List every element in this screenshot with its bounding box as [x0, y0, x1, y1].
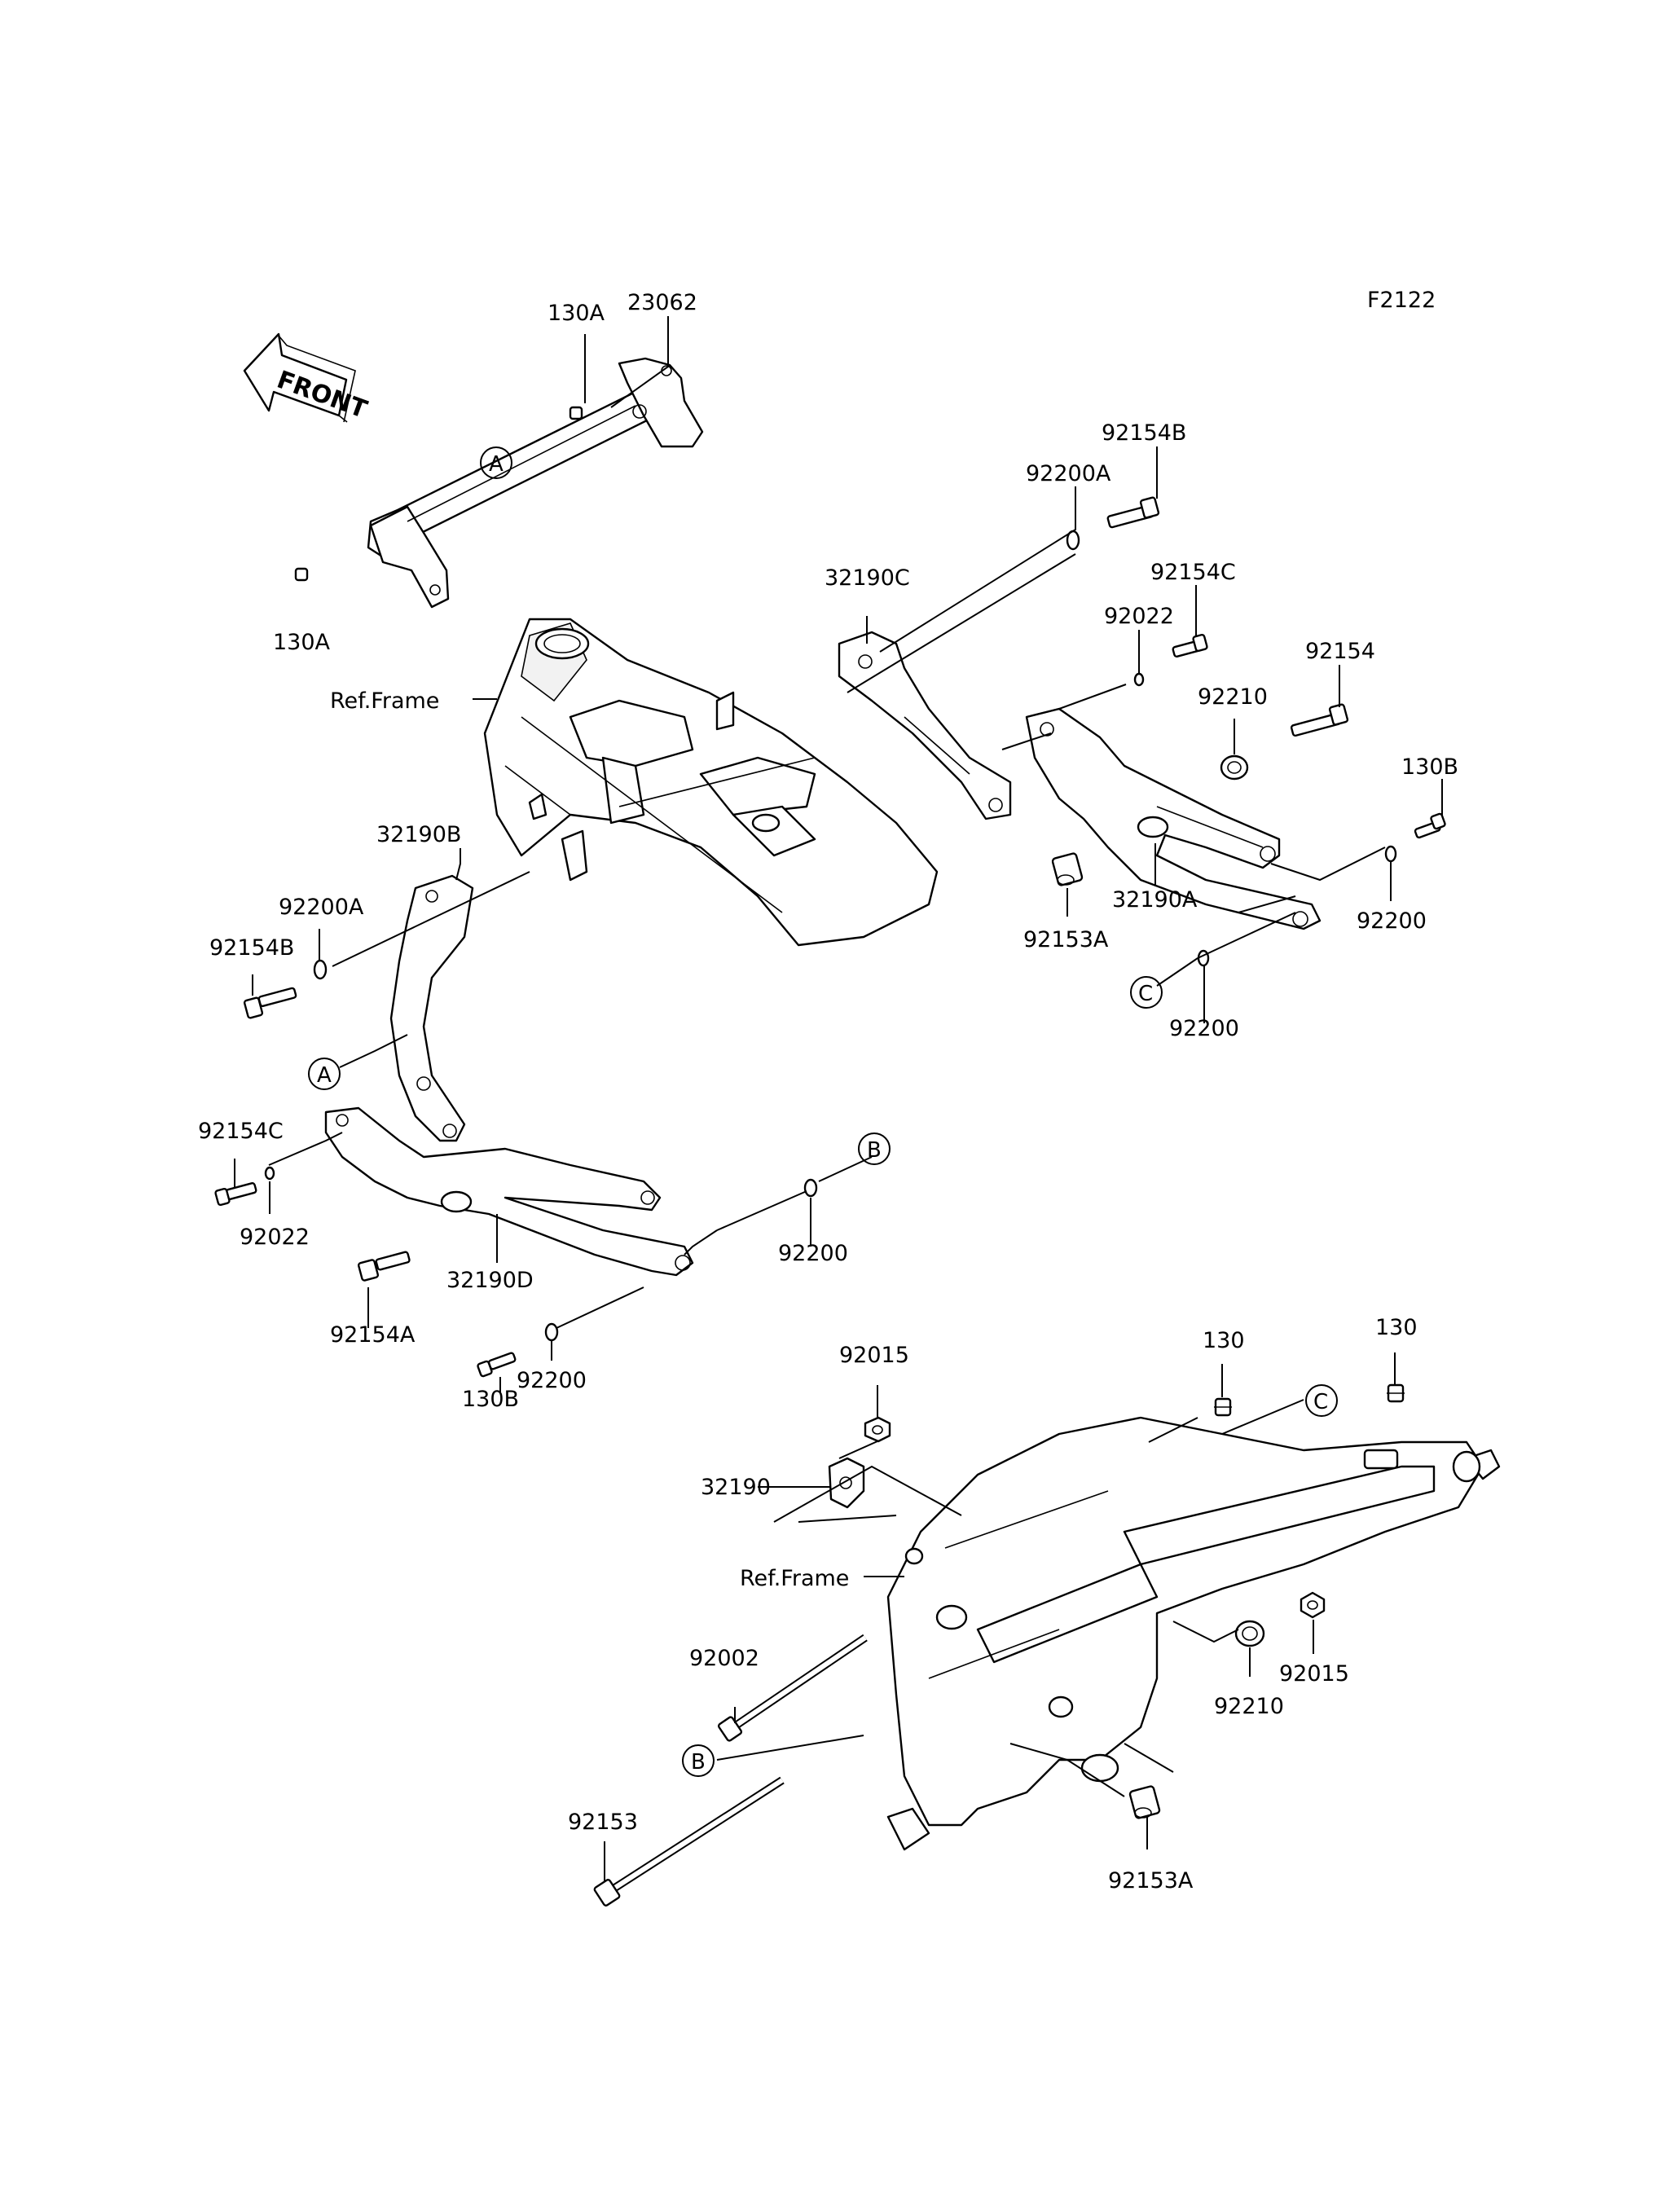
sleeve-92153a-right — [1051, 852, 1084, 886]
svg-text:A: A — [489, 452, 504, 477]
part-label-32190a: 32190A — [1112, 887, 1198, 913]
part-label-130-left: 130 — [1203, 1328, 1245, 1353]
part-label-130a-top: 130A — [548, 301, 605, 326]
washer-92022-left — [264, 1166, 275, 1181]
circle-marker-b-top: B — [858, 1132, 891, 1165]
nut-92015-upper — [864, 1416, 891, 1443]
part-label-92210-lower: 92210 — [1214, 1694, 1284, 1719]
part-label-92200-right: 92200 — [1357, 908, 1427, 934]
washer-92200-lower — [544, 1322, 559, 1342]
part-label-92154b-right: 92154B — [1102, 420, 1186, 446]
main-frame-lower — [886, 1416, 1501, 1851]
part-label-92154b-left: 92154B — [209, 935, 294, 961]
bolt-92154b-left — [243, 987, 297, 1019]
washer-92022-right — [1133, 672, 1145, 687]
bolt-130a-top — [569, 406, 583, 420]
bolt-130a-left — [294, 567, 309, 582]
part-label-23062: 23062 — [627, 290, 697, 315]
bracket-32190c — [838, 631, 1012, 820]
part-label-32190: 32190 — [701, 1475, 771, 1500]
part-label-130b-lower: 130B — [462, 1387, 519, 1412]
part-label-92002: 92002 — [689, 1646, 759, 1671]
washer-92200a-left — [313, 959, 328, 980]
nut-92015-lower — [1300, 1591, 1326, 1619]
part-label-92154c-right: 92154C — [1150, 560, 1236, 585]
frame-brace-23062 — [367, 357, 704, 609]
part-label-92200-b: 92200 — [778, 1241, 848, 1266]
bolt-130b-lower — [477, 1352, 517, 1378]
bolt-92154c-left — [214, 1182, 257, 1207]
bolt-92154 — [1290, 703, 1349, 737]
bolt-92154b-right — [1106, 496, 1160, 529]
bolt-92154c-right — [1172, 633, 1208, 658]
part-label-92154: 92154 — [1305, 639, 1375, 664]
bracket-32190a — [1025, 707, 1322, 930]
svg-text:B: B — [867, 1138, 882, 1163]
bracket-32190d — [324, 1106, 694, 1277]
part-label-130a-left: 130A — [273, 630, 331, 655]
part-label-92153a-lower: 92153A — [1108, 1868, 1194, 1893]
nut-92210-lower — [1234, 1620, 1265, 1647]
ref-frame-label-upper: Ref.Frame — [330, 688, 439, 714]
washer-92200-b — [803, 1178, 818, 1198]
part-label-92210-right: 92210 — [1198, 684, 1268, 710]
part-label-92022-right: 92022 — [1104, 604, 1174, 629]
part-label-32190c: 32190C — [825, 565, 910, 591]
circle-marker-b-lower: B — [682, 1744, 715, 1777]
diagram-code: F2122 — [1367, 288, 1436, 313]
part-label-130-right: 130 — [1375, 1315, 1418, 1340]
bolt-92154a — [357, 1251, 411, 1282]
part-label-92200-c: 92200 — [1169, 1016, 1239, 1041]
part-label-92154a: 92154A — [330, 1322, 416, 1348]
part-label-92153a-right: 92153A — [1023, 927, 1109, 952]
leader-lines — [234, 316, 1443, 1882]
part-label-130b-right: 130B — [1401, 754, 1458, 780]
svg-text:A: A — [317, 1063, 332, 1088]
sleeve-92153a-lower — [1128, 1785, 1161, 1819]
part-label-32190d: 32190D — [446, 1268, 534, 1293]
part-label-92200-lower: 92200 — [517, 1368, 587, 1393]
bolt-92002 — [717, 1634, 868, 1742]
part-label-92022-left: 92022 — [240, 1225, 310, 1250]
svg-text:C: C — [1138, 982, 1153, 1006]
part-label-32190b: 32190B — [376, 822, 461, 847]
bracket-32190b — [389, 874, 474, 1142]
circle-marker-c-top: C — [1130, 976, 1163, 1009]
circle-marker-a-top: A — [480, 446, 512, 479]
part-label-92200a-right: 92200A — [1026, 461, 1111, 486]
bolt-130-right — [1387, 1383, 1405, 1403]
part-label-92154c-left: 92154C — [198, 1119, 284, 1144]
bolt-130-left — [1214, 1397, 1232, 1417]
part-label-92015-upper: 92015 — [839, 1343, 909, 1368]
part-label-92200a-left: 92200A — [279, 895, 364, 920]
svg-text:B: B — [691, 1750, 706, 1775]
bracket-32190-small — [828, 1457, 865, 1509]
bolt-130b-right — [1414, 812, 1446, 839]
svg-text:C: C — [1313, 1390, 1328, 1414]
main-frame-upper — [483, 618, 939, 947]
bolt-92153 — [593, 1776, 785, 1907]
circle-marker-c-lower: C — [1305, 1384, 1338, 1417]
front-arrow-icon: FRONT — [243, 332, 371, 424]
part-label-92015-lower: 92015 — [1279, 1661, 1349, 1687]
nut-92210-right — [1220, 754, 1249, 781]
circle-marker-a-mid: A — [308, 1058, 341, 1090]
ref-frame-label-lower: Ref.Frame — [740, 1566, 849, 1591]
part-label-92153: 92153 — [568, 1810, 638, 1835]
washer-92200-right — [1384, 845, 1397, 863]
